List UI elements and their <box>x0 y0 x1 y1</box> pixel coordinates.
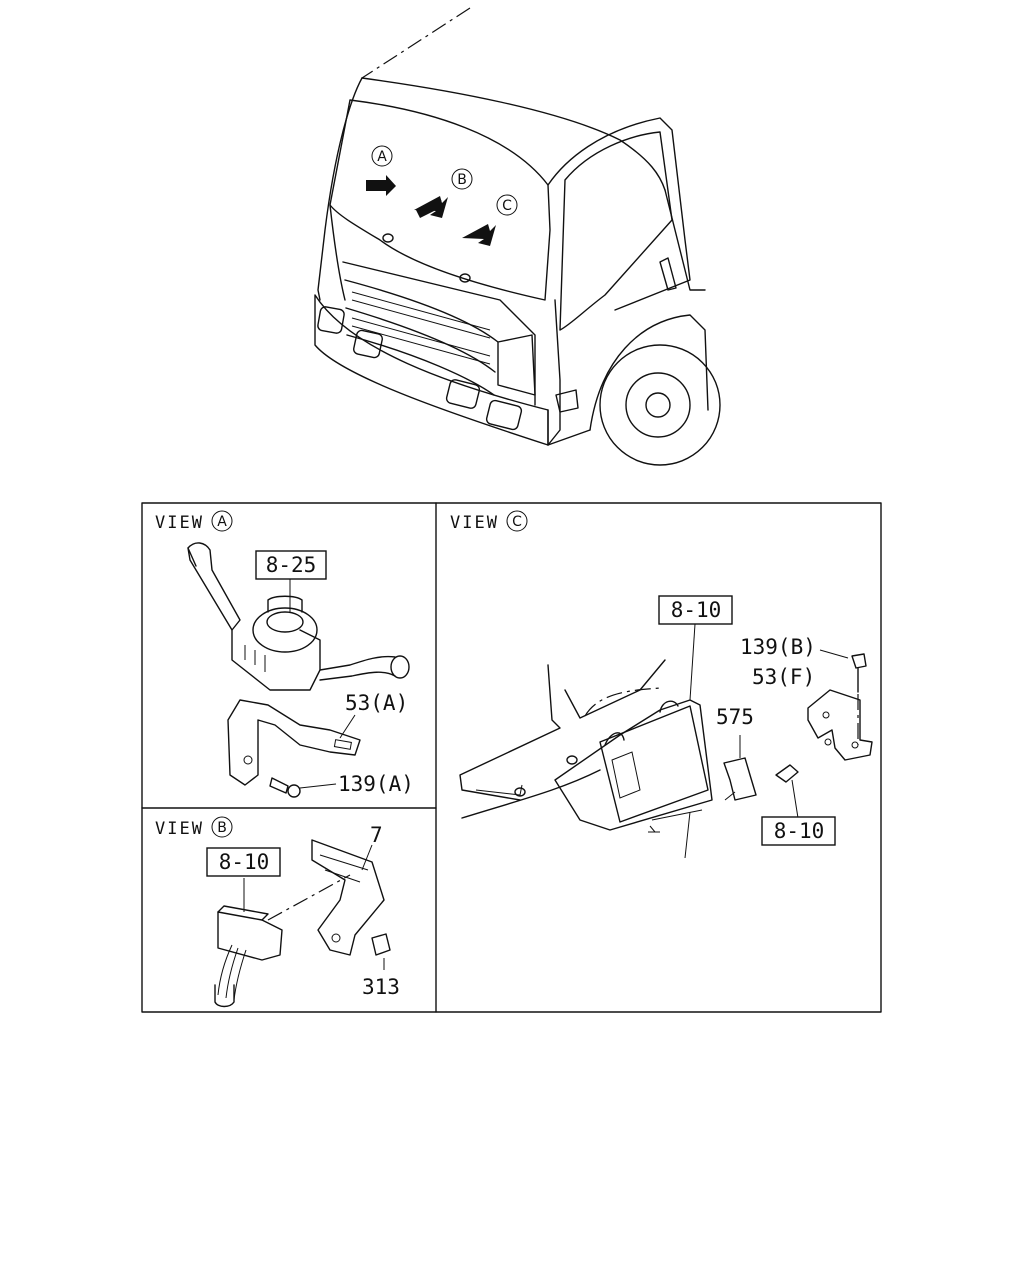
marker-b: B <box>451 168 473 190</box>
bracket-53f-drawing <box>807 689 873 761</box>
part-8-10-box-c2 <box>761 816 836 846</box>
marker-c: C <box>496 194 518 216</box>
svg-text:A: A <box>377 149 387 165</box>
part-8-10-c2-label: 8-10 <box>774 819 825 843</box>
bolt-139a-drawing <box>269 777 337 798</box>
connector-drawing <box>214 878 283 1008</box>
view-c-panel: VIEW C <box>450 510 873 859</box>
view-b-title: VIEW <box>155 819 204 839</box>
switch-bracket-drawing <box>227 699 361 786</box>
view-a-arrow-icon <box>366 175 396 196</box>
bolt-313-drawing <box>371 933 391 970</box>
view-a-letter: A <box>217 514 227 530</box>
part-8-25-box <box>255 550 327 580</box>
combination-switch-drawing <box>187 542 410 691</box>
svg-text:B: B <box>457 172 467 188</box>
frame-member-drawing <box>459 659 666 819</box>
svg-text:C: C <box>502 198 512 214</box>
clip-575-drawing <box>723 735 757 801</box>
part-8-25-label: 8-25 <box>266 553 317 577</box>
bracket-7-drawing <box>267 839 385 956</box>
bolt-8-10-drawing <box>775 764 799 819</box>
part-8-10-box-b <box>206 847 281 877</box>
bolt-139b-drawing <box>819 649 867 745</box>
part-139b-label: 139(B) <box>740 635 816 659</box>
detail-frame <box>141 502 882 1013</box>
part-53f-label: 53(F) <box>752 665 815 689</box>
part-139a-label: 139(A) <box>338 772 414 796</box>
part-7-label: 7 <box>370 823 383 847</box>
view-b-panel: VIEW B 8-10 7 313 <box>155 816 400 1008</box>
view-a-title: VIEW <box>155 513 204 533</box>
view-b-letter: B <box>217 820 227 836</box>
part-8-10-box-c <box>658 595 733 625</box>
part-53a-label: 53(A) <box>345 691 408 715</box>
part-575-label: 575 <box>716 705 754 729</box>
view-c-title: VIEW <box>450 513 499 533</box>
view-c-arrow-icon <box>462 224 496 246</box>
view-c-letter: C <box>512 514 522 530</box>
marker-a: A <box>371 145 393 167</box>
view-a-panel: VIEW A 8-25 53(A) <box>155 510 414 798</box>
part-313-label: 313 <box>362 975 400 999</box>
control-unit-drawing <box>554 699 713 859</box>
part-8-10-b-label: 8-10 <box>219 850 270 874</box>
truck-cab-illustration: A B C <box>314 7 721 466</box>
part-8-10-c-label: 8-10 <box>671 598 722 622</box>
